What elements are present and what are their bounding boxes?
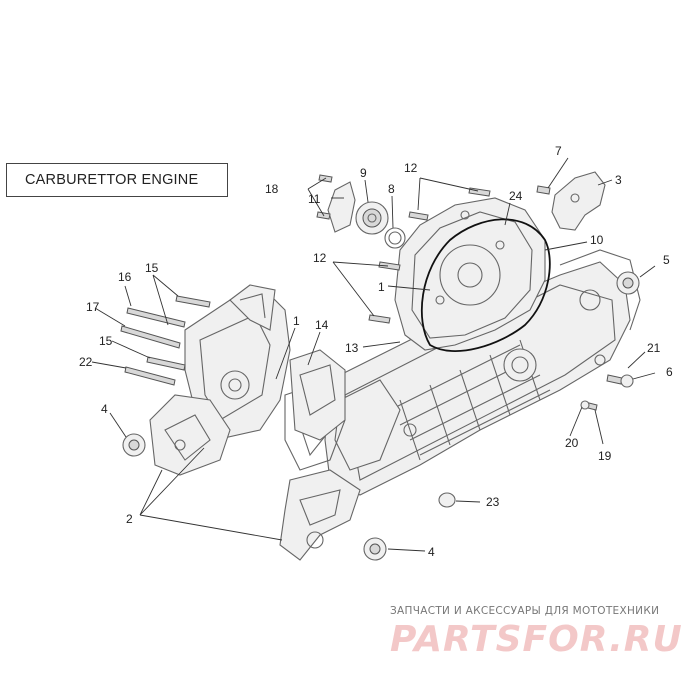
- callout-17: 17: [86, 300, 100, 314]
- callout-24: 24: [509, 189, 523, 203]
- callout-15-top: 15: [145, 261, 159, 275]
- washer-small: [580, 374, 634, 410]
- callout-19: 19: [598, 449, 612, 463]
- watermark-subtitle: ЗАПЧАСТИ И АКСЕССУАРЫ ДЛЯ МОТОТЕХНИКИ: [390, 605, 660, 617]
- callout-21: 21: [647, 341, 661, 355]
- callout-18: 18: [265, 182, 279, 196]
- engine-mount-bracket: [289, 349, 346, 441]
- callout-1-top: 1: [378, 280, 385, 294]
- watermark: ЗАПЧАСТИ И АКСЕССУАРЫ ДЛЯ МОТОТЕХНИКИ PA…: [390, 605, 690, 675]
- callout-3: 3: [615, 173, 622, 187]
- callout-4-bottom: 4: [428, 545, 435, 559]
- bushing-small: [438, 492, 456, 508]
- crankcase-half-right: [324, 249, 641, 496]
- callout-5: 5: [663, 253, 670, 267]
- callout-10: 10: [590, 233, 604, 247]
- rubber-bushing-top-right: [616, 271, 640, 295]
- callout-22: 23: [486, 495, 500, 509]
- cover-plate-top-right: [551, 171, 606, 231]
- leader-lines: [91, 157, 656, 552]
- callout-12-top: 12: [404, 161, 418, 175]
- diagram-title: CARBURETTOR ENGINE: [6, 163, 228, 197]
- callout-2: 2: [126, 512, 133, 526]
- callout-15-mid: 15: [99, 334, 113, 348]
- callout-16: 16: [118, 270, 132, 284]
- watermark-logo: PARTSFOR.RU: [390, 619, 683, 660]
- callout-11: 11: [308, 192, 321, 206]
- bearing: [355, 201, 389, 235]
- rubber-bushing-bottom: [363, 537, 387, 561]
- rubber-bushing-left: [122, 433, 146, 457]
- callout-23: 22: [79, 355, 93, 369]
- cover-gasket: [420, 218, 551, 352]
- callout-13: 13: [345, 341, 359, 355]
- oil-seal-ring: [384, 227, 406, 249]
- callout-9: 9: [360, 166, 367, 180]
- callout-1-left: 1: [293, 314, 300, 328]
- retaining-plate: [327, 181, 356, 233]
- callout-8: 8: [388, 182, 395, 196]
- callout-7: 7: [555, 144, 562, 158]
- callout-14: 14: [315, 318, 329, 332]
- crankcase-frame-lower: [279, 379, 401, 561]
- callout-20: 20: [565, 436, 579, 450]
- callout-labels: 18 11 9 8 12 24 7 3 10 5 12 1 13 21 6 20…: [79, 144, 673, 559]
- crankcase-half-left: [149, 284, 291, 476]
- callout-12-mid: 12: [313, 251, 327, 265]
- bolt-group: [120, 174, 623, 411]
- callout-4-left: 4: [101, 402, 108, 416]
- callout-6: 6: [666, 365, 673, 379]
